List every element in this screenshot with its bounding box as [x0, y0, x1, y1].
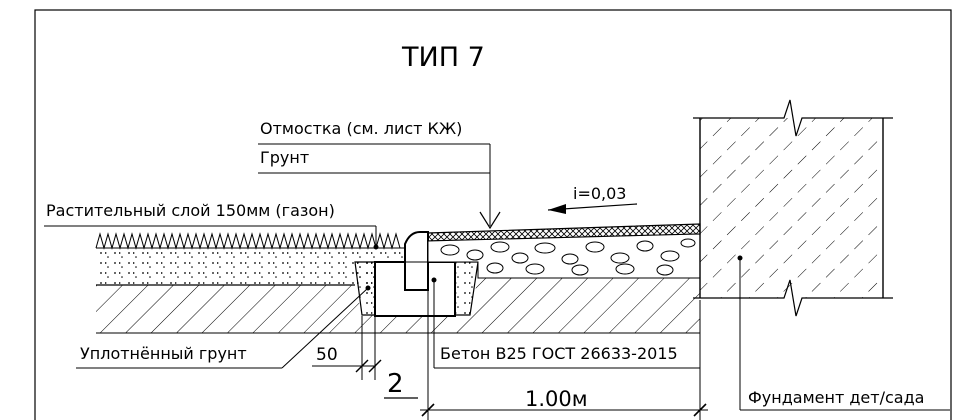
compacted-soil — [96, 278, 700, 334]
slope-indicator: i=0,03 — [547, 184, 638, 214]
section-mark-2: 2 — [384, 369, 418, 399]
drawing-title: ТИП 7 — [401, 42, 485, 73]
label-concrete: Бетон В25 ГОСТ 26633-2015 — [440, 344, 678, 363]
leader-compacted-soil: Уплотнённый грунт — [76, 285, 371, 369]
leader-concrete: Бетон В25 ГОСТ 26633-2015 — [431, 277, 700, 369]
leader-foundation: Фундамент дет/сада — [737, 255, 950, 411]
label-grunt: Грунт — [260, 148, 309, 167]
drawing-frame — [34, 9, 952, 420]
leader-vegetation: Растительный слой 150мм (газон) — [44, 201, 379, 250]
foundation-wall — [693, 99, 893, 317]
slope-label: i=0,03 — [573, 184, 626, 203]
label-vegetation: Растительный слой 150мм (газон) — [46, 201, 335, 220]
label-otmostka: Отмостка (см. лист КЖ) — [260, 119, 462, 138]
dim-50-label: 50 — [316, 345, 338, 365]
label-foundation: Фундамент дет/сада — [748, 388, 924, 407]
dimension-width: 1.00м — [420, 262, 708, 420]
curb-stone — [374, 231, 456, 317]
dimension-50: 50 — [312, 316, 382, 380]
label-compacted-soil: Уплотнённый грунт — [80, 344, 247, 363]
leader-otmostka: Отмостка (см. лист КЖ) Грунт — [258, 119, 501, 230]
dim-width-label: 1.00м — [525, 387, 588, 411]
section-mark-label: 2 — [387, 369, 404, 399]
